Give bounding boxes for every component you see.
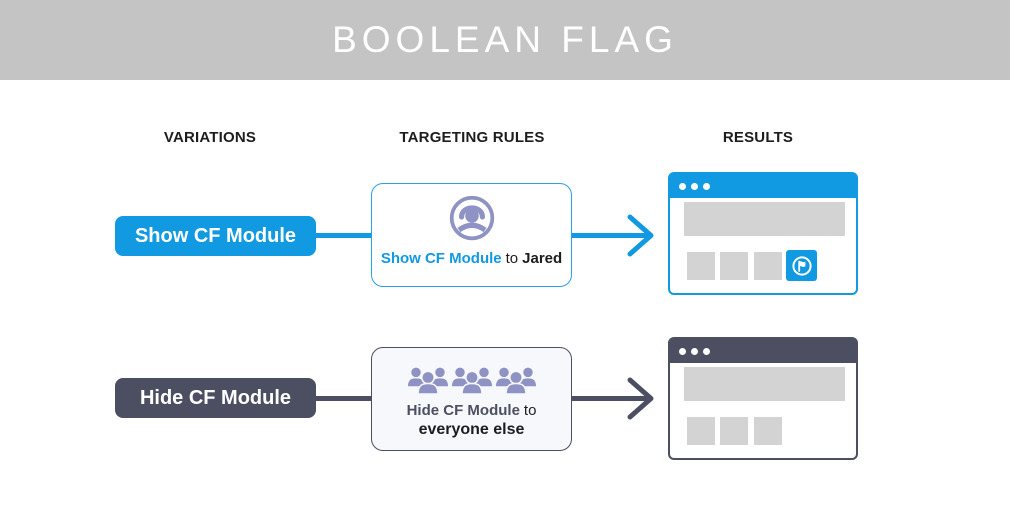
variation-pill-label: Hide CF Module [139,386,292,409]
rule-target-name: Jared [522,250,563,267]
result-window-show [668,172,858,295]
column-label-variations: VARIATIONS [163,129,257,146]
flag-module-icon [791,255,812,276]
window-dot-icon [679,182,686,190]
window-dot-icon [703,347,710,355]
column-label-targeting-rules: TARGETING RULES [399,129,545,146]
column-label-results: RESULTS [722,129,794,146]
crowd-icon [405,357,538,397]
content-block-placeholder [687,417,715,445]
variation-pill-show-cf-module: Show CF Module [115,216,316,256]
content-block-placeholder [687,252,715,280]
rule-target-name: everyone else [418,421,525,438]
content-block-placeholder [720,417,748,445]
page-title: BOOLEAN FLAG [332,19,678,60]
result-window-hide [668,337,858,460]
window-titlebar [670,339,856,363]
cf-module-tile [786,250,817,281]
rule-flag-name: Show CF Module [380,250,502,267]
window-titlebar [670,174,856,198]
window-dot-icon [679,347,686,355]
window-dot-icon [703,182,710,190]
content-banner-placeholder [684,202,845,236]
rule-connector-word: to [505,250,519,267]
content-block-placeholder [754,252,782,280]
window-dot-icon [691,182,698,190]
content-banner-placeholder [684,367,845,401]
header-band: BOOLEAN FLAG [0,0,1010,80]
window-dot-icon [691,347,698,355]
content-block-placeholder [754,417,782,445]
rule-flag-name: Hide CF Module [406,402,520,419]
rule-connector-word: to [523,402,537,419]
user-avatar-icon [447,193,497,243]
content-block-placeholder [720,252,748,280]
variation-pill-label: Show CF Module [134,224,297,247]
variation-pill-hide-cf-module: Hide CF Module [115,378,316,418]
